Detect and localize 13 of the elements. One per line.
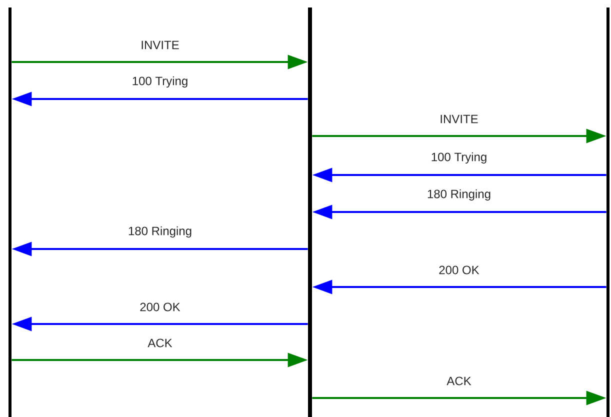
edge-label: 200 OK: [439, 266, 480, 274]
lifeline: [606, 8, 610, 417]
edge-label: ACK: [446, 376, 472, 386]
edge-label: ACK: [148, 338, 172, 348]
lifeline: [308, 8, 312, 417]
edge-label: INVITE: [142, 40, 179, 50]
edge-label: INVITE: [440, 114, 478, 124]
edge-label: 100 Trying: [432, 152, 486, 164]
edge-label: 200 OK: [140, 302, 180, 312]
edge-label: 100 Trying: [132, 76, 188, 88]
lifeline: [8, 8, 12, 417]
edge-label: 180 Ringing: [428, 189, 490, 201]
edge-label: 180 Ringing: [128, 226, 192, 238]
